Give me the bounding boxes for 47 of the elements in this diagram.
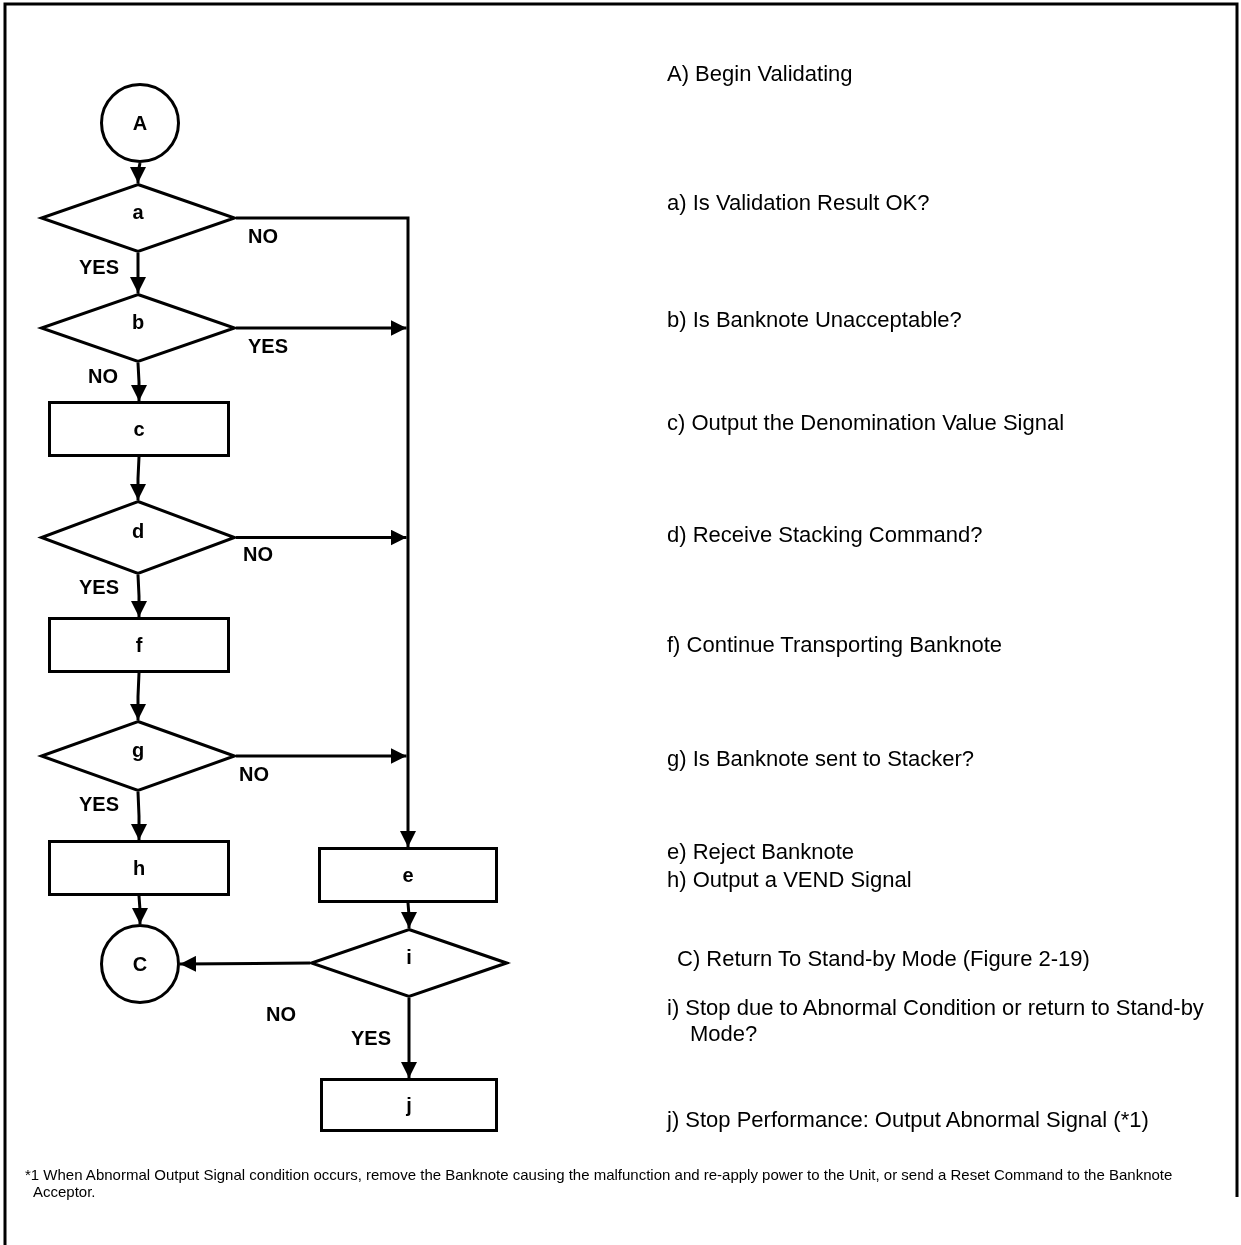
- arrow: [236, 748, 407, 764]
- edge-label: NO: [88, 365, 118, 388]
- step-description: f) Continue Transporting Banknote: [667, 632, 1004, 658]
- step-description: c) Output the Denomination Value Signal: [667, 410, 1066, 436]
- step-description: C) Return To Stand-by Mode (Figure 2-19): [677, 946, 1091, 972]
- arrow: [130, 672, 146, 720]
- process-box: j: [320, 1078, 498, 1132]
- decision-diamond: d: [40, 500, 236, 575]
- step-description: g) Is Banknote sent to Stacker?: [667, 746, 975, 772]
- step-description: j) Stop Performance: Output Abnormal Signal (*1): [667, 1107, 1150, 1133]
- connector-circle: C: [100, 924, 180, 1004]
- arrow: [180, 955, 310, 972]
- step-description: a) Is Validation Result OK?: [667, 190, 931, 216]
- arrow: [130, 456, 146, 500]
- arrow: [401, 902, 417, 928]
- edge-label: YES: [248, 335, 289, 358]
- edge-label: YES: [79, 793, 120, 816]
- arrow: [130, 253, 146, 293]
- arrow: [131, 574, 147, 617]
- step-description: b) Is Banknote Unacceptable?: [667, 307, 963, 333]
- step-description: h) Output a VEND Signal: [667, 867, 913, 893]
- edge-label: YES: [79, 256, 120, 279]
- step-description: i) Stop due to Abnormal Condition or return to Stand-by Mode?: [667, 995, 1205, 1047]
- arrow: [131, 362, 147, 401]
- edge-label: NO: [266, 1003, 296, 1026]
- step-description: d) Receive Stacking Command?: [667, 522, 984, 548]
- arrow: [401, 998, 417, 1078]
- arrow: [130, 162, 146, 183]
- connector-circle: A: [100, 83, 180, 163]
- process-box: e: [318, 847, 498, 903]
- process-box: f: [48, 617, 230, 673]
- edge-label: NO: [239, 763, 269, 786]
- arrow: [236, 529, 407, 546]
- edge-label: NO: [243, 543, 273, 566]
- step-description: A) Begin Validating: [667, 61, 854, 87]
- arrow: [131, 791, 147, 840]
- process-box: h: [48, 840, 230, 896]
- arrow: [236, 320, 407, 336]
- arrow: [132, 895, 148, 924]
- edge-label: YES: [79, 576, 120, 599]
- arrow: [236, 216, 416, 847]
- edge-label: YES: [351, 1027, 392, 1050]
- step-description: e) Reject Banknote: [667, 839, 856, 865]
- edge-label: NO: [248, 225, 278, 248]
- decision-diamond: g: [40, 720, 236, 792]
- process-box: c: [48, 401, 230, 457]
- footnote: *1 When Abnormal Output Signal condition occurs, remove the Banknote causing the malfunction and re-apply power to the Unit, or send a Reset Command to the Banknote Acceptor.: [25, 1166, 1174, 1200]
